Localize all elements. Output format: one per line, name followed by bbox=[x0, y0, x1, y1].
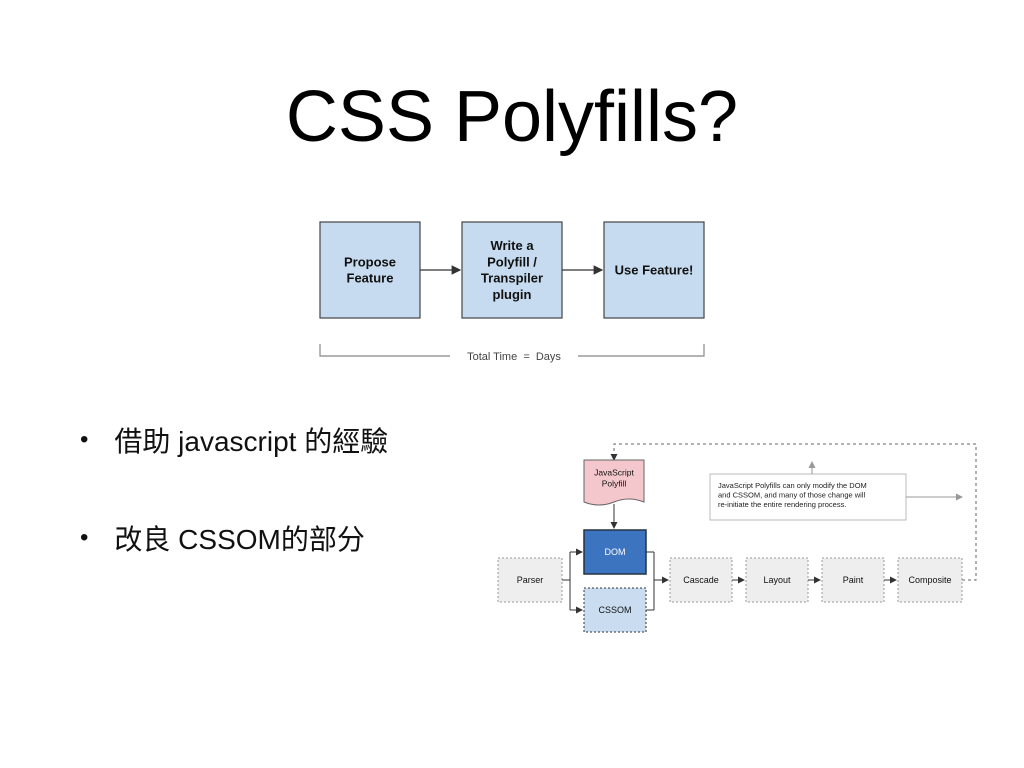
dom-label: DOM bbox=[605, 547, 626, 557]
layout-box bbox=[745, 557, 809, 603]
timeline-bracket-right bbox=[578, 344, 705, 357]
bullet-item: • 改良 CSSOM的部分 bbox=[80, 518, 388, 558]
layout-label: Layout bbox=[763, 575, 791, 585]
timeline-label: Total Time = Days bbox=[467, 351, 561, 363]
timeline-bracket-left bbox=[319, 344, 450, 357]
composite-label: Composite bbox=[908, 575, 951, 585]
page-title: CSS Polyfills? bbox=[285, 77, 739, 157]
note-box bbox=[709, 473, 907, 521]
note-text: JavaScript Polyfills can only modify the… bbox=[718, 481, 867, 509]
write-polyfill-box bbox=[461, 221, 563, 319]
bullet-dot-icon: • bbox=[80, 426, 89, 453]
paint-label: Paint bbox=[843, 575, 864, 585]
bullet-text: 改良 CSSOM的部分 bbox=[114, 524, 365, 555]
paint-box bbox=[821, 557, 885, 603]
parser-label: Parser bbox=[517, 575, 544, 585]
cascade-box bbox=[669, 557, 733, 603]
cssom-label: CSSOM bbox=[598, 605, 631, 615]
use-feature-label: Use Feature! bbox=[615, 263, 694, 278]
bullet-list: • 借助 javascript 的經驗 • 改良 CSSOM的部分 bbox=[80, 420, 388, 616]
feedback-loop-line bbox=[610, 443, 977, 581]
composite-box bbox=[897, 557, 963, 603]
cssom-box bbox=[583, 587, 647, 633]
cascade-label: Cascade bbox=[683, 575, 719, 585]
js-polyfill-shape bbox=[583, 459, 645, 506]
propose-feature-box bbox=[319, 221, 421, 319]
bullet-item: • 借助 javascript 的經驗 bbox=[80, 420, 388, 460]
bullet-text: 借助 javascript 的經驗 bbox=[114, 426, 389, 457]
bullet-dot-icon: • bbox=[80, 524, 89, 551]
use-feature-box bbox=[603, 221, 705, 319]
